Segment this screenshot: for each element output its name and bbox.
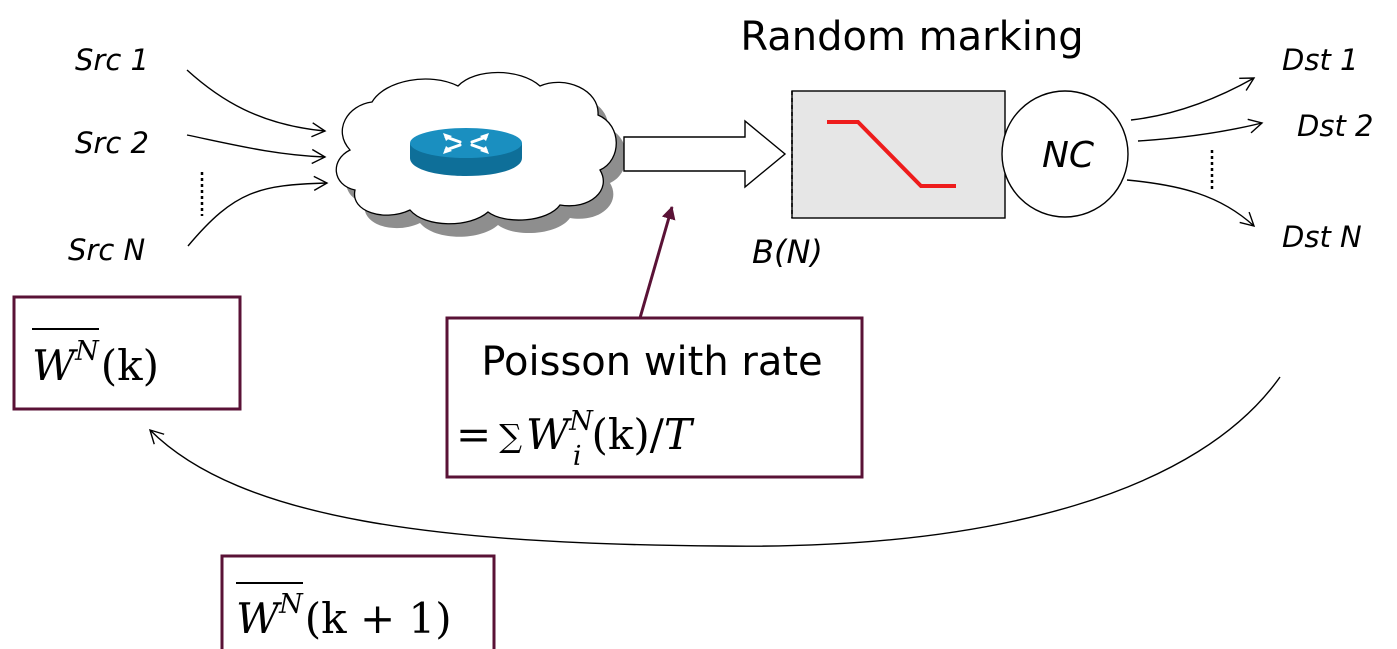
feedback-arrow <box>148 376 1281 547</box>
nc-label: NC <box>1042 135 1095 176</box>
destination-label-n: Dst N <box>1282 220 1362 254</box>
destination-arrow-2 <box>1137 118 1264 142</box>
destination-arrow-1 <box>1130 77 1256 121</box>
nc-circle <box>1001 90 1129 218</box>
source-arrow-1 <box>186 69 327 138</box>
destination-label-1: Dst 1 <box>1282 43 1358 77</box>
buffer-label: B(N) <box>752 233 823 271</box>
diagram-title: Random marking <box>740 14 1083 60</box>
marking-profile-line <box>827 120 956 188</box>
poisson-box-line1: Poisson with rate <box>481 339 822 385</box>
avg-window-next-box: WN(k + 1) <box>220 554 496 649</box>
avg-window-box: WN(k) <box>12 295 242 411</box>
destination-arrow-n <box>1126 179 1256 227</box>
router-icon <box>410 128 522 176</box>
block-arrow <box>623 119 787 189</box>
source-arrow-2 <box>186 134 327 165</box>
poisson-pointer-arrow <box>638 206 676 319</box>
avg-window-next-formula: WN(k + 1) <box>236 589 452 643</box>
source-label-1: Src 1 <box>75 43 149 77</box>
source-label-2: Src 2 <box>75 126 149 160</box>
source-arrow-n <box>187 175 329 247</box>
source-label-n: Src N <box>68 233 145 267</box>
destination-label-2: Dst 2 <box>1297 109 1373 143</box>
avg-window-formula: WN(k) <box>32 336 159 390</box>
queue-box <box>791 90 1006 219</box>
